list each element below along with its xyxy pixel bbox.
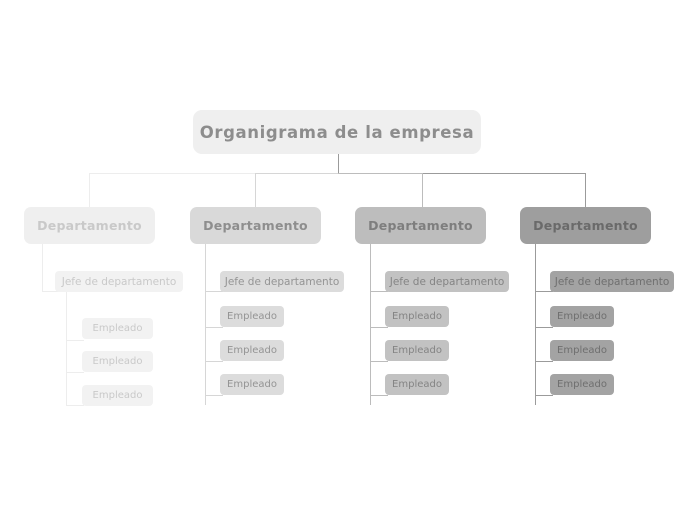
employee-node-4-3[interactable]: Empleado (550, 374, 614, 395)
employee-node-1-2[interactable]: Empleado (82, 351, 153, 372)
branch-1-chief-stub (42, 291, 66, 292)
employee-node-3-3[interactable]: Empleado (385, 374, 449, 395)
branch-1-employee-stub-3 (66, 405, 84, 406)
employee-node-1-2-label: Empleado (92, 356, 143, 367)
employee-node-2-1-label: Empleado (227, 311, 277, 322)
department-node-3-label: Departamento (368, 218, 473, 233)
employee-node-3-2-label: Empleado (392, 345, 442, 356)
employee-node-1-1-label: Empleado (92, 323, 143, 334)
employee-node-4-1[interactable]: Empleado (550, 306, 614, 327)
employee-node-3-3-label: Empleado (392, 379, 442, 390)
employee-node-1-1[interactable]: Empleado (82, 318, 153, 339)
branch-3-employee-stub-2 (370, 361, 388, 362)
employee-node-3-1[interactable]: Empleado (385, 306, 449, 327)
branch-4-employee-stub-1 (535, 327, 553, 328)
branch-2-employee-stub-1 (205, 327, 223, 328)
connector-bar-branch-4 (422, 173, 585, 174)
employee-node-4-1-label: Empleado (557, 311, 607, 322)
connector-bar-branch-2 (255, 173, 339, 174)
employee-node-2-1[interactable]: Empleado (220, 306, 284, 327)
branch-4-chief-stub (535, 291, 553, 292)
branch-3-employee-stub-1 (370, 327, 388, 328)
branch-3-drop-line (422, 173, 423, 207)
branch-3-chief-stub (370, 291, 388, 292)
branch-1-dept-spine (42, 244, 43, 291)
root-node-organigrama[interactable]: Organigrama de la empresa (193, 110, 481, 154)
employee-node-4-2-label: Empleado (557, 345, 607, 356)
branch-3-employee-stub-3 (370, 395, 388, 396)
branch-1-drop-line (89, 173, 90, 207)
connector-bar-branch-1 (89, 173, 256, 174)
employee-node-2-2[interactable]: Empleado (220, 340, 284, 361)
branch-2-employee-stub-2 (205, 361, 223, 362)
employee-node-2-3-label: Empleado (227, 379, 277, 390)
employee-node-3-2[interactable]: Empleado (385, 340, 449, 361)
root-node-label: Organigrama de la empresa (199, 122, 475, 142)
department-node-2[interactable]: Departamento (190, 207, 321, 244)
chief-node-3[interactable]: Jefe de departamento (385, 271, 509, 292)
department-node-2-label: Departamento (203, 218, 308, 233)
department-node-3[interactable]: Departamento (355, 207, 486, 244)
branch-4-spine (535, 244, 536, 405)
chief-node-1[interactable]: Jefe de departamento (55, 271, 183, 292)
employee-node-2-3[interactable]: Empleado (220, 374, 284, 395)
branch-4-employee-stub-2 (535, 361, 553, 362)
branch-2-employee-stub-3 (205, 395, 223, 396)
branch-1-employee-stub-1 (66, 340, 84, 341)
branch-1-employee-stub-2 (66, 372, 84, 373)
employee-node-1-3[interactable]: Empleado (82, 385, 153, 406)
chief-node-2-label: Jefe de departamento (224, 275, 340, 288)
branch-2-chief-stub (205, 291, 223, 292)
chief-node-4[interactable]: Jefe de departamento (550, 271, 674, 292)
employee-node-4-2[interactable]: Empleado (550, 340, 614, 361)
branch-2-drop-line (255, 173, 256, 207)
branch-2-spine (205, 244, 206, 405)
chief-node-4-label: Jefe de departamento (554, 275, 670, 288)
root-stem-line (338, 154, 339, 173)
chief-node-1-label: Jefe de departamento (61, 275, 177, 288)
employee-node-1-3-label: Empleado (92, 390, 143, 401)
chief-node-3-label: Jefe de departamento (389, 275, 505, 288)
department-node-4-label: Departamento (533, 218, 638, 233)
employee-node-3-1-label: Empleado (392, 311, 442, 322)
employee-node-4-3-label: Empleado (557, 379, 607, 390)
branch-1-employee-spine (66, 291, 67, 405)
connector-bar-branch-3 (338, 173, 423, 174)
branch-3-spine (370, 244, 371, 405)
department-node-1-label: Departamento (37, 218, 142, 233)
chief-node-2[interactable]: Jefe de departamento (220, 271, 344, 292)
branch-4-drop-line (585, 173, 586, 207)
employee-node-2-2-label: Empleado (227, 345, 277, 356)
department-node-1[interactable]: Departamento (24, 207, 155, 244)
branch-4-employee-stub-3 (535, 395, 553, 396)
department-node-4[interactable]: Departamento (520, 207, 651, 244)
